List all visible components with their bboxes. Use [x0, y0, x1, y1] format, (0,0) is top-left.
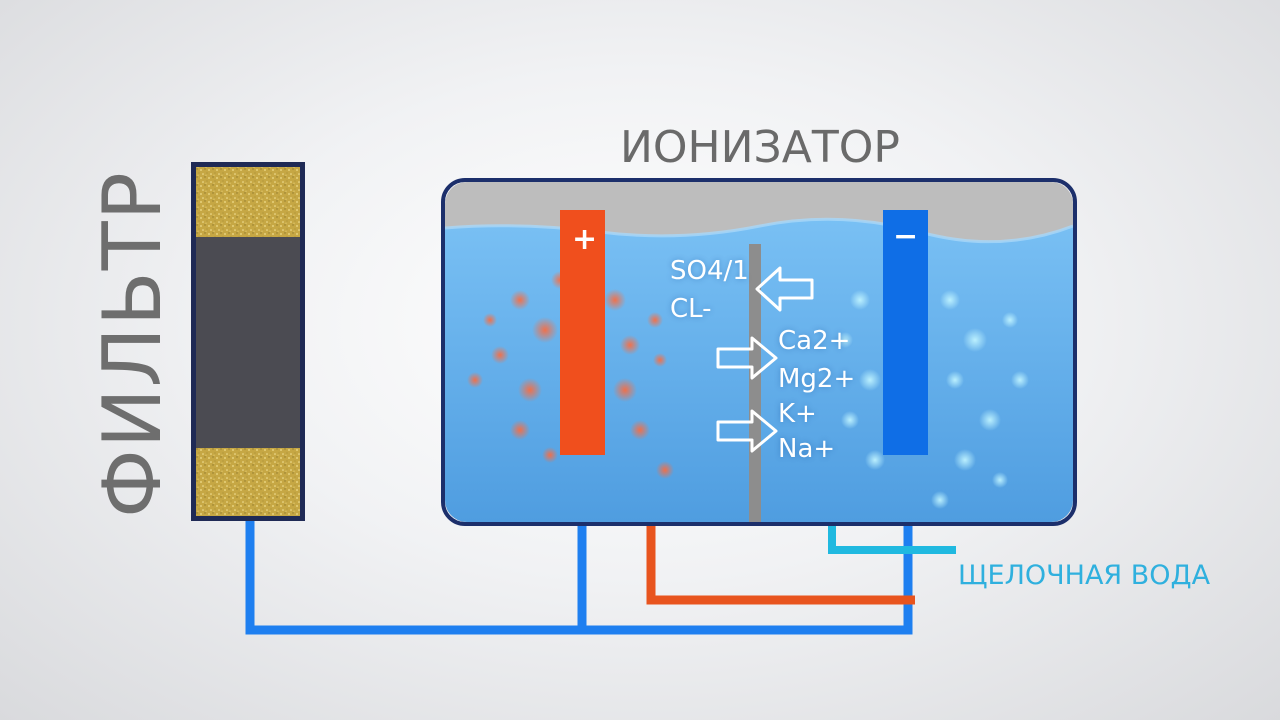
arrow-right-icon [716, 409, 778, 453]
cation-mg: Mg2+ [778, 364, 856, 394]
cation-ca: Ca2+ [778, 326, 851, 356]
cathode-electrode [883, 210, 928, 455]
anode-sign: + [572, 222, 598, 257]
anion-so4: SO4/1 [670, 256, 749, 286]
filter-media-bottom [196, 448, 300, 516]
alkaline-water-label: ЩЕЛОЧНАЯ ВОДА [958, 560, 1211, 591]
pipes [245, 520, 956, 635]
pipe-acid-outlet [646, 520, 915, 605]
cation-k: K+ [778, 399, 817, 429]
filter-core [196, 237, 300, 448]
filter-label: ФИЛЬТР [86, 171, 179, 518]
ionizer-title: ИОНИЗАТОР [620, 122, 900, 173]
ionizer-tank [441, 178, 1077, 526]
pipe-filter-to-ionizer [245, 520, 913, 635]
cathode-sign: − [893, 219, 919, 254]
arrow-right-icon [716, 336, 778, 380]
anode-electrode [560, 210, 605, 455]
arrow-left-icon [755, 266, 814, 312]
filter-cartridge [191, 162, 305, 521]
filter-media-top [196, 167, 300, 237]
anode-bubbles [467, 271, 674, 479]
anion-cl: CL- [670, 294, 712, 324]
pipe-alkaline-outlet [828, 520, 956, 554]
tank-border [441, 178, 1077, 526]
cation-na: Na+ [778, 434, 836, 464]
ion-arrows [716, 266, 814, 453]
